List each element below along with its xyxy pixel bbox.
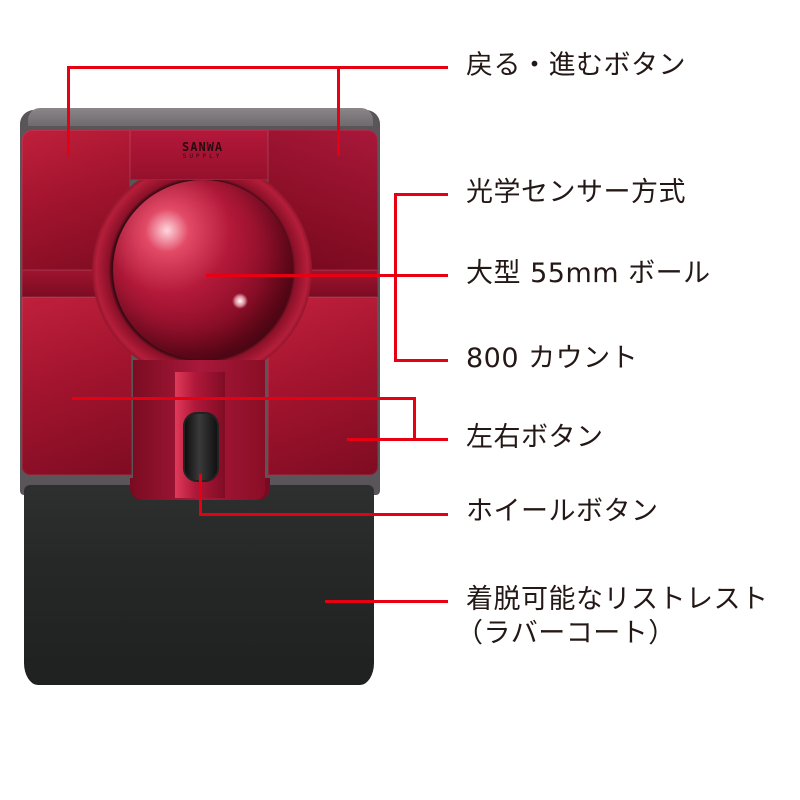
scroll-wheel (183, 412, 219, 482)
label-wrist-rest-note: （ラバーコート） (456, 618, 676, 649)
device-top-edge (28, 108, 373, 126)
leader-wrist-rest (325, 600, 448, 603)
label-wrist-rest: 着脱可能なリストレスト (466, 584, 769, 615)
leader-left-right-vertical (413, 397, 416, 441)
ball-highlight (232, 293, 248, 309)
logo-plate (130, 130, 268, 180)
trackball-ball (113, 180, 293, 360)
leader-right-button (347, 438, 448, 441)
leader-forward-drop (337, 66, 340, 156)
leader-wheel (199, 513, 448, 516)
label-left-right-buttons: 左右ボタン (466, 422, 604, 453)
leader-left-button (72, 397, 416, 400)
wrist-rest (24, 485, 374, 685)
label-ball-size: 大型 55mm ボール (466, 258, 711, 289)
label-optical-sensor: 光学センサー方式 (466, 177, 686, 208)
label-wheel-button: ホイールボタン (466, 496, 659, 527)
brand-logo-text: SANWA (182, 140, 224, 154)
leader-wheel-vertical (199, 474, 202, 516)
leader-sensor (394, 193, 448, 196)
brand-logo: SANWA SUPPLY (182, 141, 223, 161)
label-back-forward-buttons: 戻る・進むボタン (466, 50, 686, 81)
leader-ball (206, 274, 448, 277)
leader-back-forward-top (67, 66, 448, 69)
label-count: 800 カウント (466, 343, 639, 374)
leader-back-drop (67, 66, 70, 156)
brand-logo-subtext: SUPPLY (182, 153, 223, 160)
leader-count (394, 359, 448, 362)
leader-bracket-vertical (394, 193, 397, 362)
